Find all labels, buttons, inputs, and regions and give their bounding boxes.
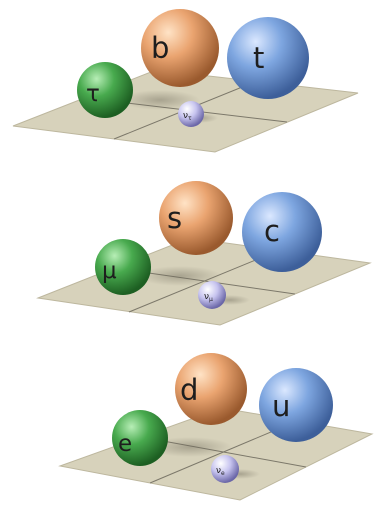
- generation-1-quark-down-label: d: [180, 373, 198, 407]
- generation-3-quark-up-label: t: [253, 41, 264, 75]
- generation-3-neutrino-label: ντ: [183, 111, 192, 122]
- generation-2-quark-up-sphere: [242, 192, 322, 272]
- generation-2-group: c s μ νμ: [36, 181, 372, 326]
- generation-2-shadow: [138, 266, 222, 286]
- generation-1-shadow: [148, 437, 232, 457]
- generation-3-shadow: [120, 90, 200, 110]
- generation-1-quark-down-sphere: [175, 353, 247, 425]
- generation-3-quark-down-sphere: [141, 9, 219, 87]
- generation-3-quark-down-label: b: [151, 31, 169, 65]
- generation-1-quark-up-sphere: [259, 368, 333, 442]
- generation-1-quark-up-label: u: [272, 389, 290, 423]
- generation-1-group: u d e νe: [58, 353, 374, 501]
- generation-2-neutrino-label: νμ: [204, 292, 213, 303]
- generation-1-neutrino-sphere: [211, 455, 239, 483]
- generation-1-neutrino-label: νe: [216, 466, 225, 477]
- generation-2-neutrino-sphere: [198, 281, 226, 309]
- generation-3-neutrino-sphere: [178, 101, 204, 127]
- generation-1-charged-lepton-sphere: [112, 410, 168, 466]
- generation-2-quark-up-label: c: [264, 214, 280, 248]
- generation-3-charged-lepton-label: τ: [86, 81, 100, 107]
- generation-2-quark-down-label: s: [167, 201, 182, 235]
- generation-1-charged-lepton-label: e: [118, 431, 132, 457]
- generation-2-charged-lepton-label: μ: [102, 258, 117, 284]
- generation-2-charged-lepton-sphere: [95, 239, 151, 295]
- generation-3-quark-up-sphere: [227, 17, 309, 99]
- generation-2-quark-down-sphere: [159, 181, 233, 255]
- generation-3-group: t b τ ντ: [12, 9, 359, 153]
- generation-3-charged-lepton-sphere: [77, 62, 133, 118]
